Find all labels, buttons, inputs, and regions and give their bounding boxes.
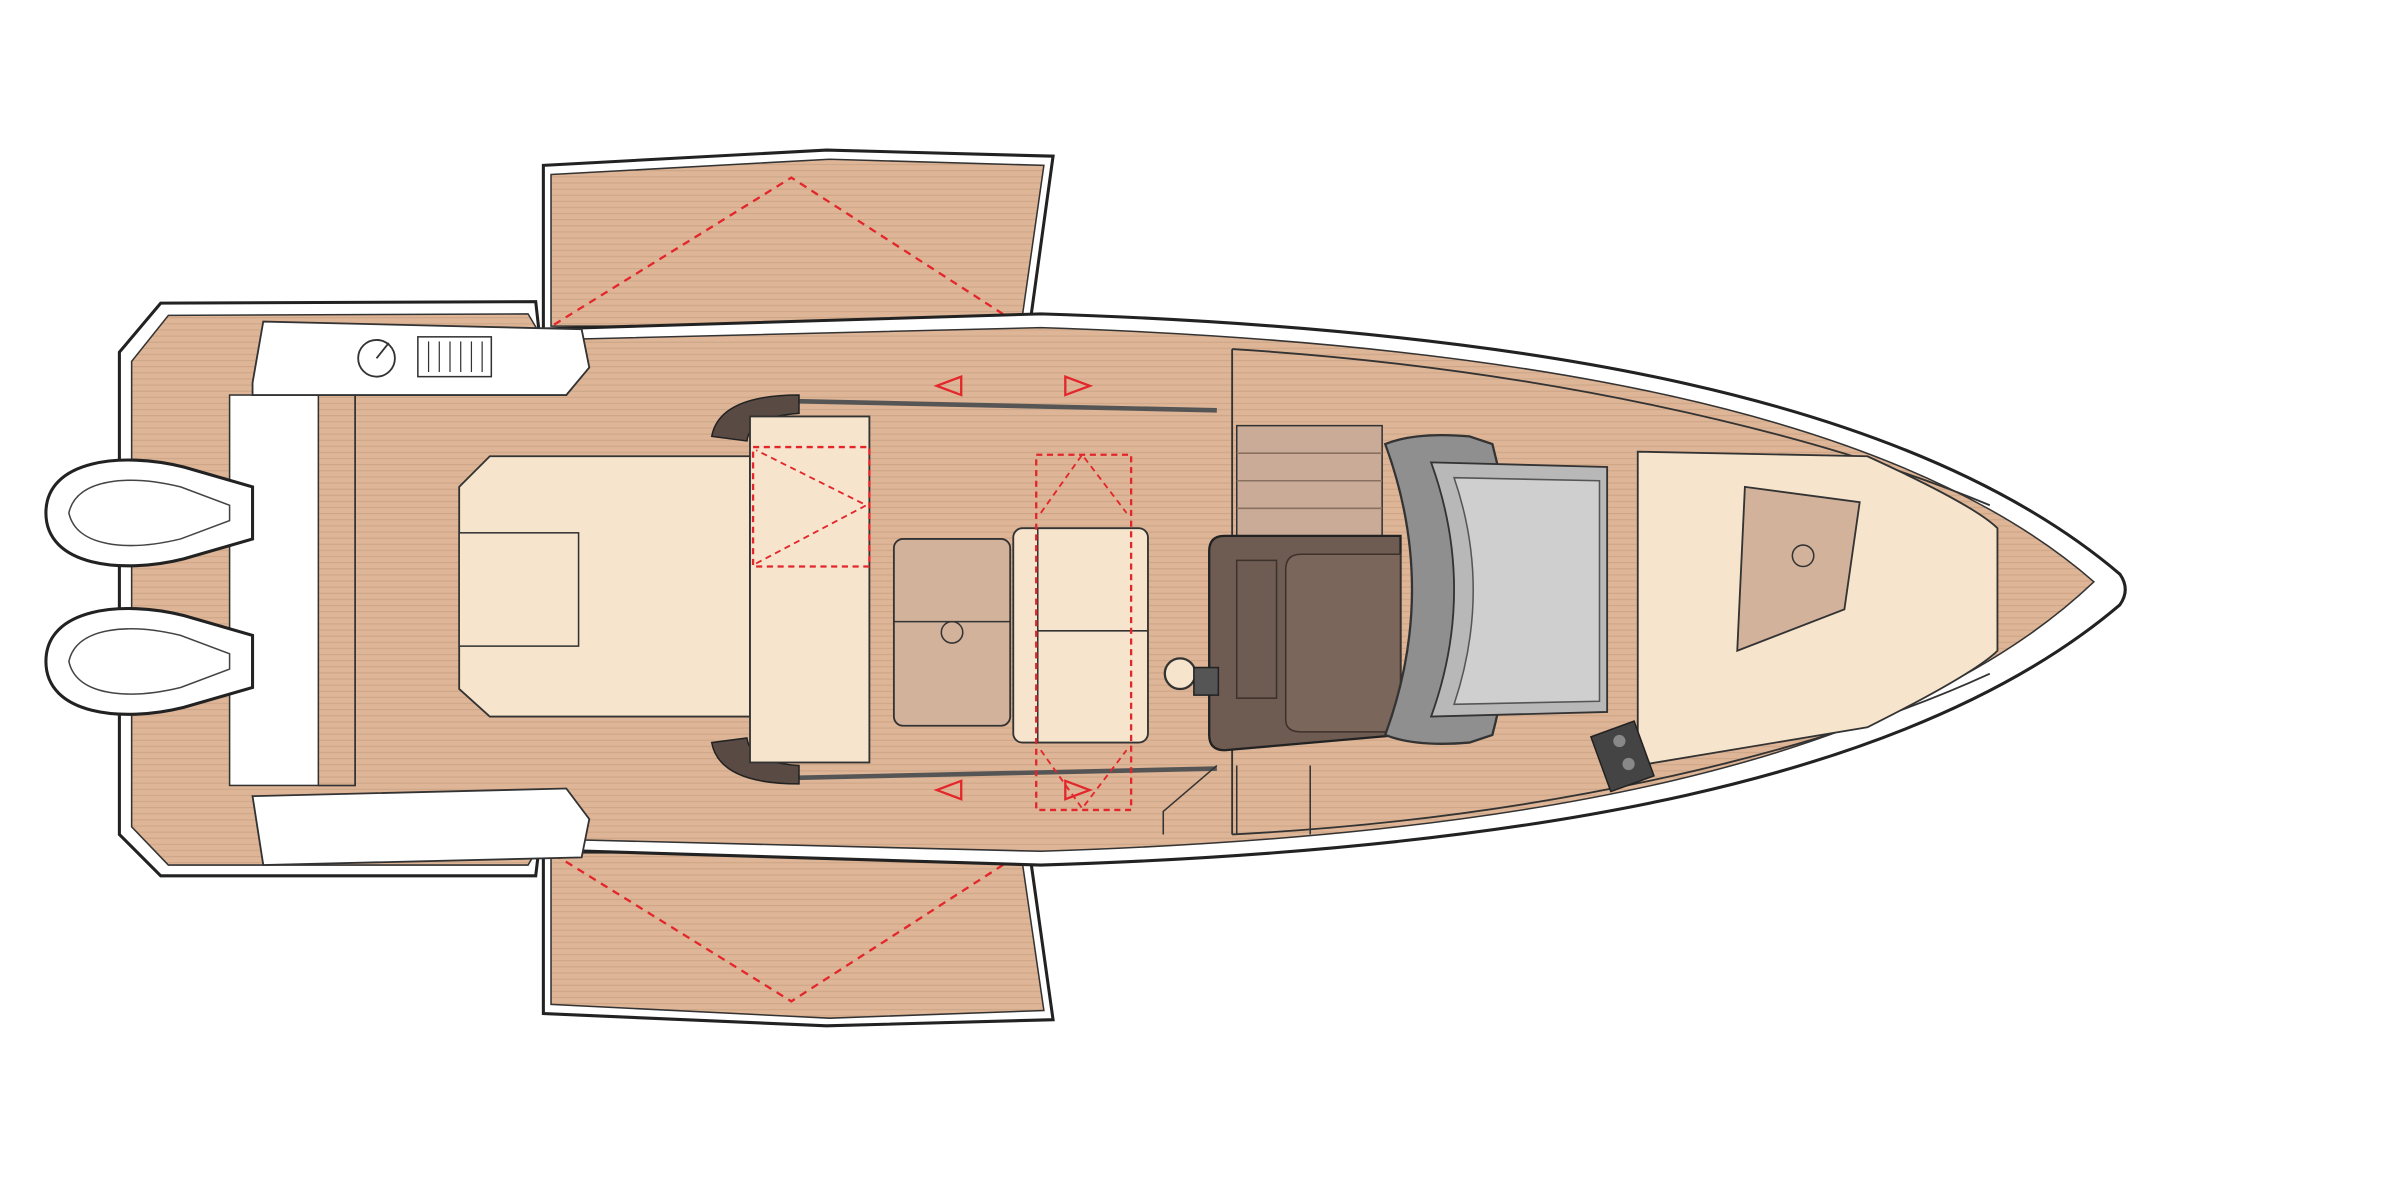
steering-wheel-icon — [1163, 657, 1197, 691]
fold-line — [553, 853, 1021, 1003]
fold-line — [553, 176, 1021, 326]
control-panel — [1589, 720, 1655, 793]
bow-hatch — [1736, 485, 1861, 653]
outboard-engine-port — [44, 458, 255, 568]
slide-arrows — [933, 374, 1094, 801]
table-post-icon — [940, 620, 964, 644]
stern-lockers — [251, 320, 591, 867]
grill-icon — [417, 336, 493, 378]
aft-bench-seat — [749, 415, 871, 764]
helm-seat-back — [1012, 527, 1149, 744]
cockpit-table — [892, 538, 1012, 727]
side-platform-port — [541, 148, 1055, 336]
fold-line — [1035, 453, 1133, 812]
sunpad-cushion — [458, 532, 580, 647]
fold-line — [751, 445, 871, 568]
side-platform-starboard — [541, 843, 1055, 1028]
outboard-engine-starboard — [44, 607, 255, 716]
